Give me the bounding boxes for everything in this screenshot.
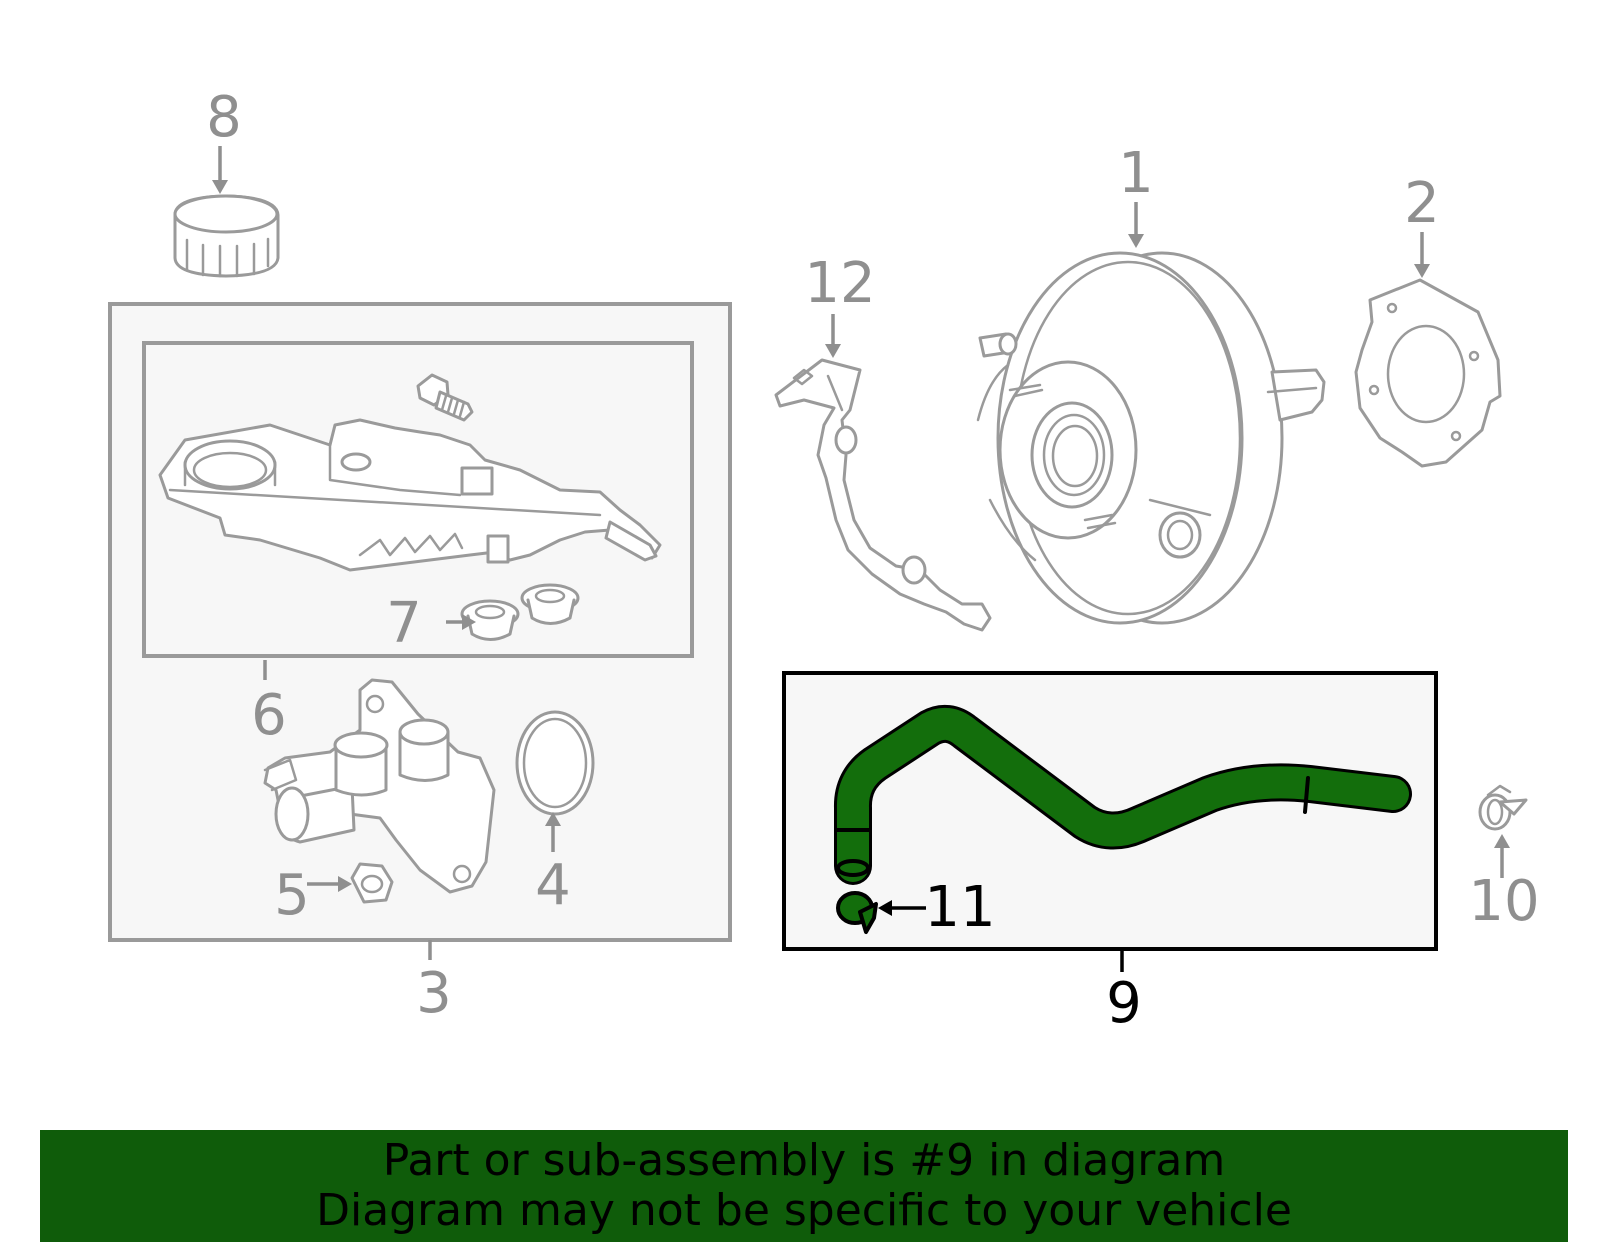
leader-lines [212, 146, 1510, 972]
bracket-part-12[interactable] [774, 358, 992, 632]
callout-1: 1 [1118, 141, 1154, 206]
clamp-part-11[interactable] [836, 891, 878, 934]
banner-line-2: Diagram may not be specific to your vehi… [316, 1185, 1292, 1236]
banner-line-1: Part or sub-assembly is #9 in diagram [382, 1135, 1226, 1186]
reservoir-bolt[interactable] [416, 373, 474, 422]
callout-7: 7 [386, 591, 422, 656]
callout-3: 3 [416, 961, 452, 1026]
reservoir-part-6[interactable] [158, 418, 662, 572]
callout-8: 8 [206, 85, 242, 150]
info-banner: Part or sub-assembly is #9 in diagram Di… [40, 1130, 1568, 1242]
vacuum-hose-part-9[interactable] [834, 704, 1412, 885]
callout-5: 5 [274, 863, 310, 928]
gasket-part-2[interactable] [1354, 278, 1502, 468]
callout-9: 9 [1106, 971, 1142, 1036]
assembly-box-9 [782, 671, 1438, 951]
callout-12: 12 [804, 251, 875, 316]
reservoir-cap-part-8[interactable] [173, 194, 280, 278]
brake-booster-part-1[interactable] [976, 251, 1326, 625]
callout-4: 4 [535, 853, 571, 918]
parts-diagram: 1 2 3 4 5 6 7 8 9 10 11 12 [108, 85, 1540, 1036]
master-cylinder-part-3[interactable] [263, 678, 496, 894]
callout-10: 10 [1468, 869, 1539, 934]
callout-11: 11 [924, 875, 995, 940]
callout-2: 2 [1404, 171, 1440, 236]
callout-6: 6 [251, 683, 287, 748]
nut-part-5[interactable] [350, 862, 394, 904]
o-ring-part-4[interactable] [515, 710, 595, 816]
grommet-part-7[interactable] [460, 583, 580, 641]
clamp-part-10[interactable] [1478, 784, 1528, 831]
